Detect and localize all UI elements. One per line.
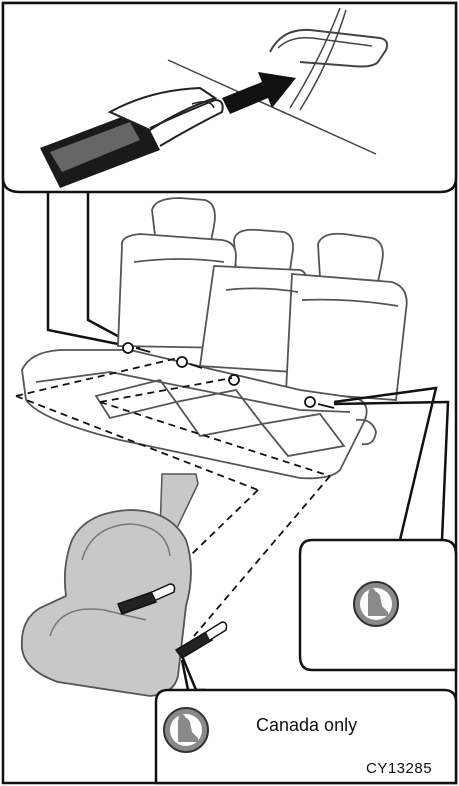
child-restraint-anchor-icon-canada bbox=[164, 708, 208, 752]
canada-only-label: Canada only bbox=[256, 715, 357, 736]
figure-code: CY13285 bbox=[366, 760, 432, 777]
callout-leaders-bottom bbox=[182, 656, 206, 690]
rear-seat bbox=[22, 198, 407, 478]
child-restraint-anchor-icon bbox=[354, 582, 398, 626]
